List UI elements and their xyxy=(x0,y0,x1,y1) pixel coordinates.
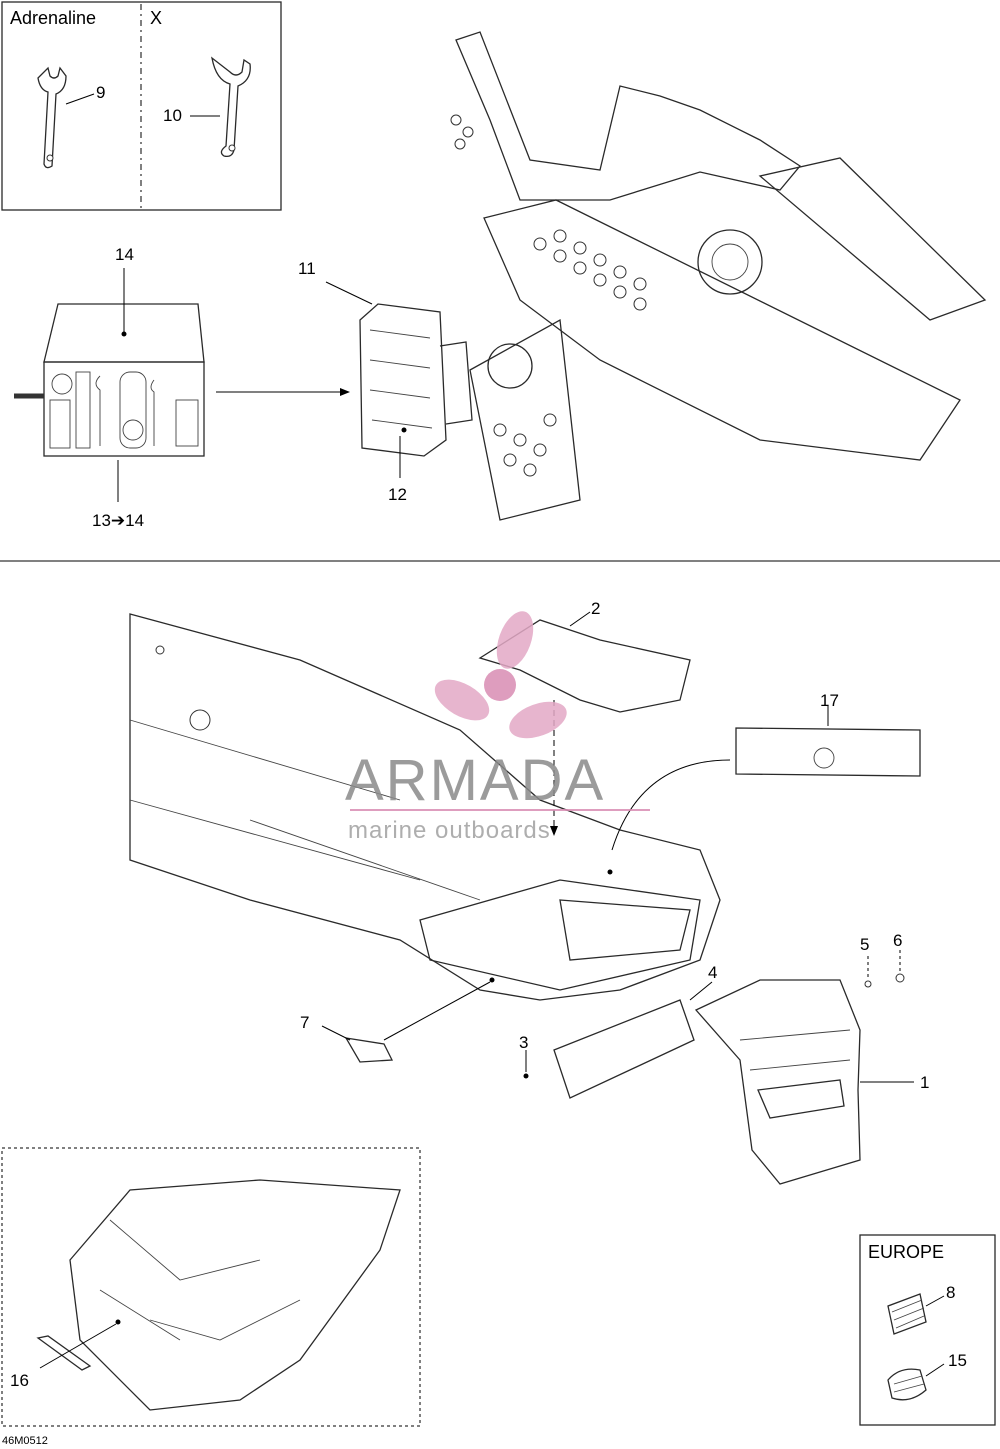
variant-inset: Adrenaline X 9 10 xyxy=(1,1,282,211)
mud-flap-1 xyxy=(694,979,861,1185)
decal-17 xyxy=(735,727,921,777)
callout-9: 9 xyxy=(96,83,105,102)
callout-6: 6 xyxy=(893,931,902,950)
reflector-7 xyxy=(344,1037,394,1063)
callout-14: 14 xyxy=(115,245,134,264)
screw-5 xyxy=(864,980,872,988)
chassis-frame-upper xyxy=(450,31,987,521)
callout-10: 10 xyxy=(163,106,182,125)
europe-label: EUROPE xyxy=(868,1242,944,1262)
inset-frame xyxy=(1,1,282,211)
rivet-3 xyxy=(523,1073,529,1079)
callout-16: 16 xyxy=(10,1371,29,1390)
callout-7: 7 xyxy=(300,1013,309,1032)
callout-3: 3 xyxy=(519,1033,528,1052)
callout-11: 11 xyxy=(298,259,316,278)
reflector-16 xyxy=(36,1335,92,1371)
reflector-15 xyxy=(887,1368,927,1401)
propeller-logo-icon xyxy=(434,611,567,739)
callout-17: 17 xyxy=(820,691,839,710)
callout-8: 8 xyxy=(946,1283,955,1302)
europe-inset: EUROPE 8 15 xyxy=(859,1234,996,1426)
detail-inset-16: 16 xyxy=(1,1147,421,1427)
callout-4: 4 xyxy=(708,963,717,982)
drawing-code: 46M0512 xyxy=(2,1435,48,1447)
callout-5: 5 xyxy=(860,935,869,954)
wrench-9-icon xyxy=(37,66,67,169)
protector-2 xyxy=(478,619,691,713)
callout-1: 1 xyxy=(920,1073,929,1092)
variant-a-label: Adrenaline xyxy=(10,8,96,28)
rear-bracket xyxy=(469,318,581,521)
callout-13-14: 13➔14 xyxy=(92,511,144,530)
callout-15: 15 xyxy=(948,1351,967,1370)
watermark-tagline: marine outboards xyxy=(348,817,551,844)
rear-bumper-assembly: 2 17 1 5 6 4 3 7 xyxy=(129,599,929,1185)
wrench-10-icon xyxy=(211,56,251,158)
armada-watermark: ARMADA marine outboards xyxy=(345,611,650,844)
tunnel-plate xyxy=(483,199,961,461)
tunnel-body xyxy=(129,613,721,1001)
tool-holder: 11 12 xyxy=(298,259,473,504)
tool-kit: 14 13➔14 xyxy=(14,245,350,530)
bumper-frame xyxy=(419,879,701,991)
nut-6 xyxy=(895,973,905,983)
tool-kit-box xyxy=(43,361,205,457)
watermark-brand: ARMADA xyxy=(345,748,605,813)
callout-2: 2 xyxy=(591,599,600,618)
tool-holder-body xyxy=(359,303,447,457)
reflector-8 xyxy=(887,1293,927,1335)
variant-b-label: X xyxy=(150,8,162,28)
callout-12: 12 xyxy=(388,485,407,504)
plate-4 xyxy=(553,999,695,1099)
